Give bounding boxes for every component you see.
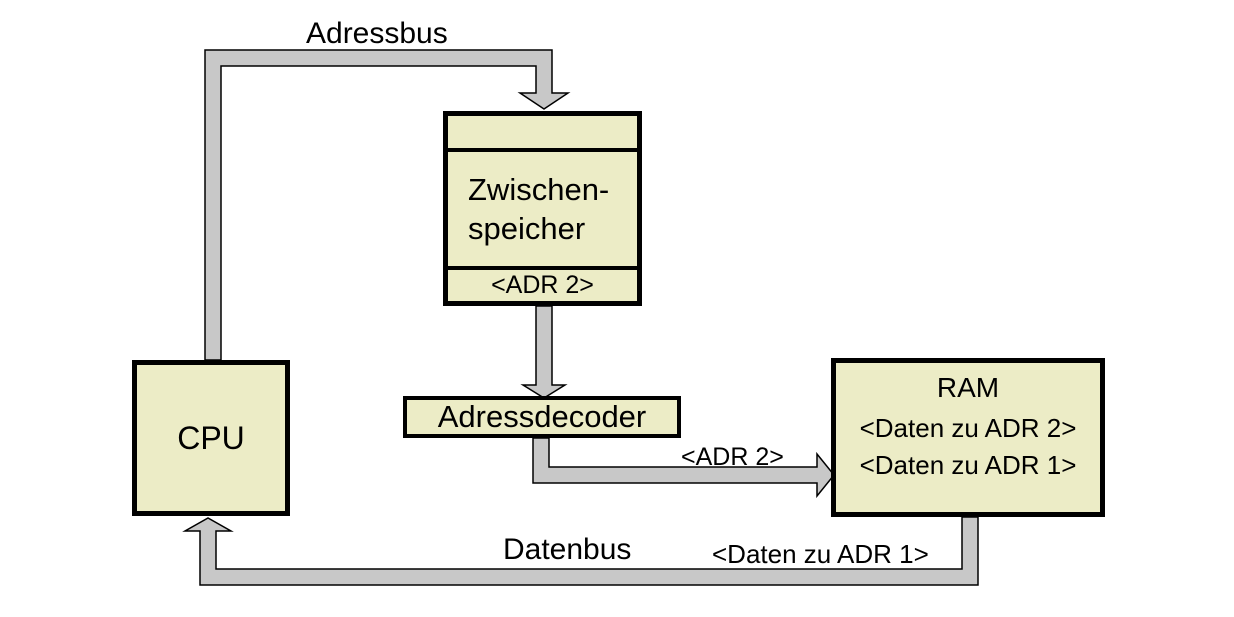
zwischenspeicher-title-line1: Zwischen- xyxy=(468,172,610,207)
ram-entry-adr1: <Daten zu ADR 1> xyxy=(859,450,1077,480)
adressbus-arrow xyxy=(204,49,571,361)
zwischenspeicher-empty-slot xyxy=(448,116,637,152)
adressdecoder-box: Adressdecoder xyxy=(403,396,681,438)
datenbus-arrow xyxy=(182,516,979,586)
ram-entry-adr2: <Daten zu ADR 2> xyxy=(859,413,1077,443)
ram-title: RAM xyxy=(936,372,1000,403)
cpu-title: CPU xyxy=(177,419,245,456)
cpu-box: CPU xyxy=(132,360,290,516)
decoder-to-ram-arrow xyxy=(532,437,835,499)
zwischenspeicher-to-decoder-arrow xyxy=(520,305,568,399)
zwischenspeicher-register: <ADR 2> xyxy=(448,266,637,301)
zwischenspeicher-title: Zwischen- speicher xyxy=(448,152,637,266)
adressdecoder-title: Adressdecoder xyxy=(437,399,647,434)
zwischenspeicher-title-line2: speicher xyxy=(468,211,586,246)
ram-box: RAM <Daten zu ADR 2> <Daten zu ADR 1> xyxy=(831,358,1105,517)
datenbus-label: Datenbus xyxy=(503,533,632,566)
ram-entries: <Daten zu ADR 2> <Daten zu ADR 1> xyxy=(860,410,1077,484)
adressbus-label: Adressbus xyxy=(306,17,448,50)
adr2-bus-annotation: <ADR 2> xyxy=(681,443,784,471)
datenbus-annotation: <Daten zu ADR 1> xyxy=(712,539,929,569)
zwischenspeicher-box: Zwischen- speicher <ADR 2> xyxy=(443,111,642,306)
